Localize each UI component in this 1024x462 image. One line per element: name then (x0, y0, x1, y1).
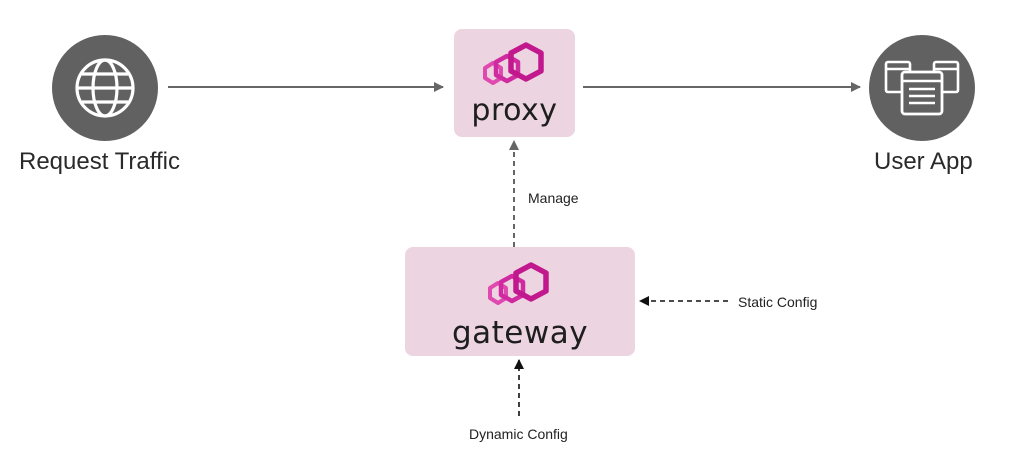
envoy-logo-icon (482, 42, 544, 85)
user-app-circle (869, 35, 975, 141)
envoy-logo-icon (488, 262, 549, 305)
windows-stack-icon (884, 60, 960, 116)
proxy-label: proxy (471, 93, 558, 128)
manage-label: Manage (528, 190, 579, 206)
request-traffic-label: Request Traffic (19, 148, 180, 175)
proxy-node: proxy (454, 29, 575, 137)
dynamic-config-label: Dynamic Config (469, 426, 568, 442)
globe-icon (75, 58, 135, 118)
gateway-node: gateway (405, 247, 635, 356)
gateway-label: gateway (451, 315, 589, 351)
user-app-label: User App (874, 148, 973, 175)
static-config-label: Static Config (738, 294, 818, 310)
request-traffic-circle (52, 35, 158, 141)
